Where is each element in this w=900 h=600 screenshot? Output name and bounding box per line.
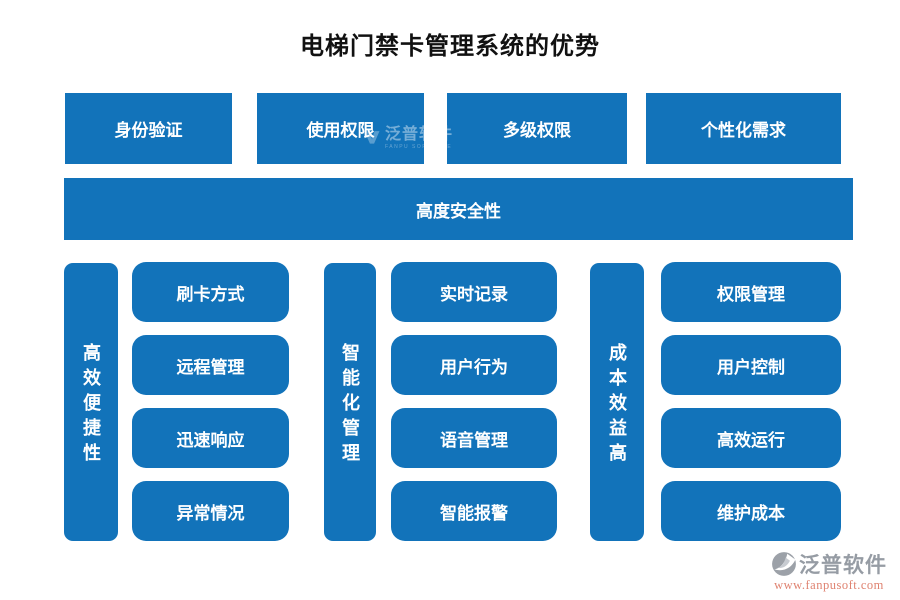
feature-item-user-control: 用户控制: [661, 335, 841, 395]
brand-url: www.fanpusoft.com: [774, 578, 884, 592]
page-title: 电梯门禁卡管理系统的优势: [300, 34, 600, 60]
brand-name: 泛普软件: [799, 553, 887, 577]
feature-item-efficient-operation: 高效运行: [661, 408, 841, 468]
feature-item-user-behavior: 用户行为: [391, 335, 557, 395]
group-header-efficiency: 高效便捷性: [64, 263, 118, 541]
feature-block-identity-verification: 身份验证: [65, 93, 232, 164]
feature-item-abnormal-situations: 异常情况: [132, 481, 289, 541]
group-header-intelligent-management: 智能化管理: [324, 263, 376, 541]
feature-block-multilevel-permission: 多级权限: [447, 93, 627, 164]
feature-item-permission-management: 权限管理: [661, 262, 841, 322]
feature-item-rapid-response: 迅速响应: [132, 408, 289, 468]
brand-logo-row: 泛普软件: [771, 549, 887, 579]
feature-item-voice-management: 语音管理: [391, 408, 557, 468]
feature-block-usage-permission: 使用权限: [257, 93, 424, 164]
group-header-cost-effectiveness: 成本效益高: [590, 263, 644, 541]
brand-logo-icon: [772, 552, 796, 576]
feature-item-smart-alarm: 智能报警: [391, 481, 557, 541]
feature-block-personalized-needs: 个性化需求: [646, 93, 841, 164]
brand-logo: 泛普软件 www.fanpusoft.com: [760, 549, 898, 593]
feature-item-card-swipe: 刷卡方式: [132, 262, 289, 322]
feature-item-maintenance-cost: 维护成本: [661, 481, 841, 541]
feature-item-realtime-records: 实时记录: [391, 262, 557, 322]
feature-bar-high-security: 高度安全性: [64, 178, 853, 240]
feature-item-remote-management: 远程管理: [132, 335, 289, 395]
